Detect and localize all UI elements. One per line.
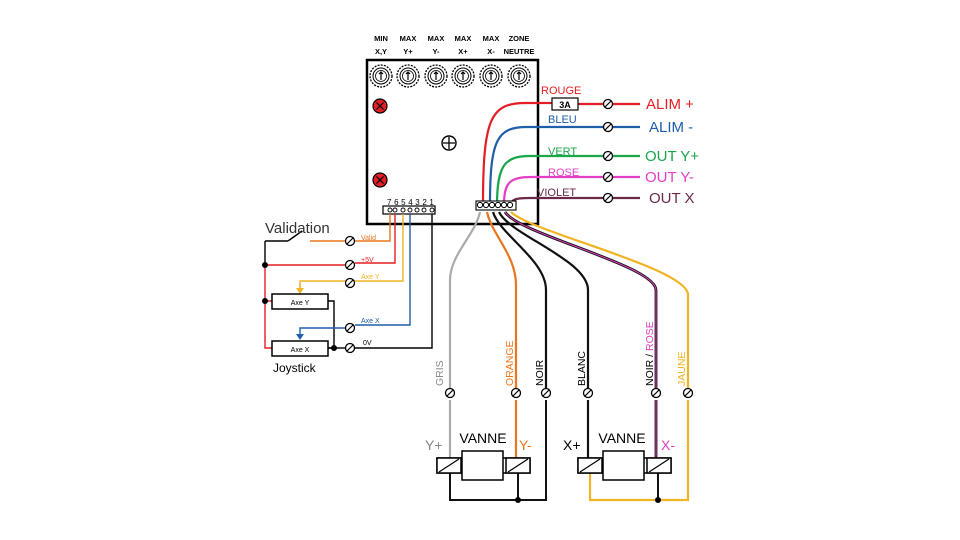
cable-label-blanc: BLANC: [576, 351, 588, 386]
led-top-icon: [372, 98, 388, 114]
valve-x-title: VANNE: [598, 430, 645, 446]
led-bottom-icon: [372, 172, 388, 188]
screw-icon: [441, 135, 457, 151]
potentiometer-knob-icon[interactable]: [369, 64, 393, 88]
connector-pin: [429, 207, 435, 213]
zero-v-label: 0V: [363, 340, 372, 347]
cable-label-jaune: JAUNE: [676, 352, 688, 386]
pot-label-1b: X,Y: [375, 47, 387, 56]
valve-cable-terminal: [650, 387, 662, 399]
valve-terminals: [444, 387, 694, 399]
pot-label-4a: MAX: [455, 34, 472, 43]
potentiometer-knob-icon[interactable]: [396, 64, 420, 88]
joystick-wire-terminal: [344, 235, 356, 247]
joystick-terminals: [344, 235, 356, 354]
joystick-wire-terminal: [344, 342, 356, 354]
bottom-connector: [475, 200, 517, 211]
potentiometer-knob-icon[interactable]: [451, 64, 475, 88]
connector-pin: [421, 207, 427, 213]
output-alim-plus: ALIM +: [646, 96, 694, 113]
bottom-connector-pin: [500, 201, 508, 209]
axe-x-box-label: Axe X: [291, 347, 310, 354]
joystick-wire-terminal: [344, 277, 356, 289]
pot-label-6a: ZONE: [509, 34, 530, 43]
pot-label-2b: Y+: [403, 47, 413, 56]
validation-label: Validation: [265, 220, 330, 237]
axe-y-box-label: Axe Y: [291, 300, 310, 307]
bottom-connector-pin: [482, 201, 490, 209]
plus5v-label: +5V: [361, 257, 374, 264]
cable-label-noir-part: NOIR /: [644, 351, 656, 386]
pot-label-6b: NEUTRE: [504, 47, 535, 56]
fuse: 3A: [551, 97, 579, 111]
output-out-y-plus: OUT Y+: [645, 148, 699, 165]
bottom-connector-pin: [476, 201, 484, 209]
cable-label-orange: ORANGE: [504, 340, 516, 386]
wire-label-bleu: BLEU: [548, 114, 577, 126]
connector-pin-numbers: 7 6 5 4 3 2 1: [387, 198, 434, 207]
axe-y-wire-label: Axe Y: [361, 274, 380, 281]
fuse-label: 3A: [559, 100, 571, 110]
joystick-wire-terminal: [344, 322, 356, 334]
valve-y-left: Y+: [425, 437, 443, 453]
bottom-connector-pin: [494, 201, 502, 209]
potentiometer-knob-icon[interactable]: [507, 64, 531, 88]
valve-cable-terminal: [540, 387, 552, 399]
pot-label-3b: Y-: [432, 47, 440, 56]
pot-label-5b: X-: [487, 47, 495, 56]
valve-y-right: Y-: [519, 437, 532, 453]
potentiometer-labels: MIN X,Y MAX Y+ MAX Y- MAX X+ MAX X- ZONE…: [374, 34, 534, 56]
connector-pin: [392, 207, 398, 213]
output-terminal: [602, 98, 614, 110]
bottom-connector-pin: [506, 201, 514, 209]
cable-label-noir: NOIR: [534, 359, 546, 386]
output-terminal: [602, 121, 614, 133]
valve-cable-terminal: [582, 387, 594, 399]
potentiometer-knob-icon[interactable]: [424, 64, 448, 88]
wire-label-vert: VERT: [548, 146, 577, 158]
valve-x-left: X+: [563, 437, 581, 453]
output-out-y-minus: OUT Y-: [645, 169, 694, 186]
cable-label-rose-part: ROSE: [644, 321, 656, 351]
output-terminals: [602, 98, 614, 204]
output-terminal: [602, 171, 614, 183]
pot-label-4b: X+: [458, 47, 468, 56]
wire-label-violet: VIOLET: [537, 187, 576, 199]
bottom-connector-pin: [488, 201, 496, 209]
potentiometer-knob-icon[interactable]: [479, 64, 503, 88]
cable-label-noir-rose: NOIR / ROSE: [644, 321, 656, 386]
pot-label-3a: MAX: [428, 34, 445, 43]
valve-cable-terminal: [510, 387, 522, 399]
valid-label: Valid: [361, 235, 376, 242]
output-alim-minus: ALIM -: [649, 119, 693, 136]
joystick-label: Joystick: [273, 361, 317, 375]
pin-connector: 7 6 5 4 3 2 1: [382, 198, 436, 215]
valve-y-title: VANNE: [459, 430, 506, 446]
connector-pin: [414, 207, 420, 213]
connector-pin: [400, 207, 406, 213]
wire-label-rose: ROSE: [548, 167, 579, 179]
valve-x-right: X-: [661, 437, 675, 453]
valve-cable-terminal: [444, 387, 456, 399]
pot-label-2a: MAX: [400, 34, 417, 43]
joystick-wire-terminal: [344, 259, 356, 271]
output-terminal: [602, 192, 614, 204]
axe-x-wire-label: Axe X: [361, 318, 380, 325]
pot-label-1a: MIN: [374, 34, 388, 43]
valve-y: VANNE Y+ Y-: [425, 400, 547, 503]
output-out-x: OUT X: [649, 190, 695, 207]
valve-x: VANNE X+ X-: [563, 400, 690, 503]
wire-label-rouge: ROUGE: [541, 85, 581, 97]
valve-cable-terminal: [682, 387, 694, 399]
output-terminal: [602, 150, 614, 162]
potentiometer-knobs: [369, 64, 531, 88]
cable-label-gris: GRIS: [434, 360, 446, 386]
connector-pin: [387, 207, 393, 213]
pot-label-5a: MAX: [483, 34, 500, 43]
valve-cables: [448, 211, 690, 390]
connector-pin: [407, 207, 413, 213]
